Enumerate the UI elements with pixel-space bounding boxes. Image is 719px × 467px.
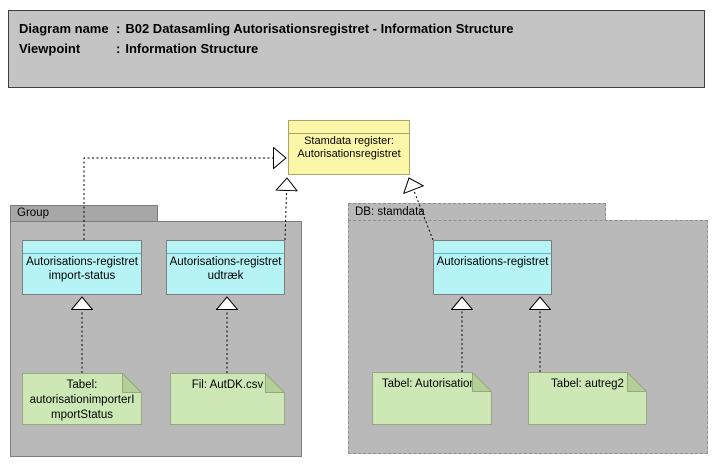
viewpoint-value: Information Structure — [125, 41, 259, 56]
viewpoint-row: Viewpoint: Information Structure — [19, 39, 704, 59]
note-label: Tabel: autorisationimporterImportStatus — [29, 379, 135, 421]
udtraek-object-label: Autorisations-registret udtræk — [169, 256, 282, 282]
note-fold-icon — [122, 373, 142, 393]
autorisationsregistret-object[interactable]: Autorisations-registret — [433, 240, 552, 295]
diagram-name-label: Diagram name — [19, 21, 109, 36]
import-status-object-header — [23, 241, 141, 254]
note-fold-icon — [472, 372, 492, 392]
autorisationsregistret-object-header — [434, 241, 551, 254]
note-fold-icon — [627, 372, 647, 392]
group-container-label: Group — [17, 207, 49, 219]
diagram-name-row: Diagram name: B02 Datasamling Autorisatio… — [19, 19, 704, 39]
db-stamdata-container-label: DB: stamdata — [355, 206, 425, 218]
colon-separator: : — [116, 21, 121, 36]
note-tabel-autorisation2[interactable]: Tabel: Autorisation2 — [372, 372, 492, 425]
stamdata-register-object-label: Stamdata register: Autorisationsregistre… — [297, 135, 401, 160]
import-status-object[interactable]: Autorisations-registret import-status — [22, 240, 142, 295]
udtraek-object-header — [167, 241, 284, 254]
db-stamdata-container-tab[interactable]: DB: stamdata — [348, 203, 606, 221]
diagram-title-box: Diagram name: B02 Datasamling Autorisatio… — [8, 10, 705, 88]
note-fil-autdk[interactable]: Fil: AutDK.csv — [170, 373, 285, 425]
note-label: Tabel: Autorisation2 — [381, 378, 483, 390]
note-tabel-autreg2[interactable]: Tabel: autreg2 — [528, 372, 647, 425]
note-tabel-autorisationimporter[interactable]: Tabel: autorisationimporterImportStatus — [22, 373, 142, 425]
stamdata-register-object[interactable]: Stamdata register: Autorisationsregistre… — [288, 120, 410, 175]
stamdata-register-object-header — [289, 121, 409, 134]
autorisationsregistret-object-label: Autorisations-registret — [436, 256, 549, 268]
note-label: Fil: AutDK.csv — [191, 379, 264, 391]
import-status-object-label: Autorisations-registret import-status — [26, 256, 138, 282]
note-fold-icon — [265, 373, 285, 393]
viewpoint-label: Viewpoint — [19, 41, 81, 56]
diagram-name-value: B02 Datasamling Autorisationsregistret -… — [125, 21, 514, 36]
colon-separator: : — [116, 41, 121, 56]
note-label: Tabel: autreg2 — [551, 378, 624, 390]
group-container-tab[interactable]: Group — [10, 205, 158, 222]
udtraek-object[interactable]: Autorisations-registret udtræk — [166, 240, 285, 295]
